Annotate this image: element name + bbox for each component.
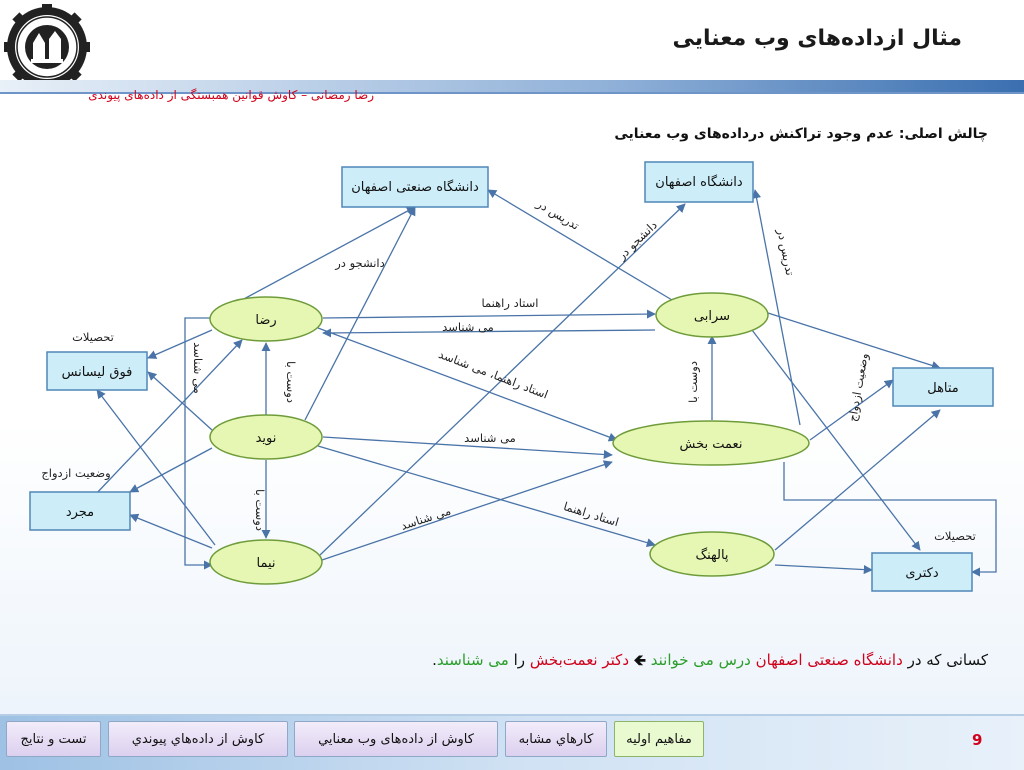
node-reza: رضا bbox=[209, 296, 323, 342]
query-part-3: درس می خوانند bbox=[650, 651, 751, 669]
label-doostba2: دوست با bbox=[686, 361, 701, 403]
query-part-2: دانشگاه صنعتی اصفهان bbox=[755, 651, 903, 669]
node-sarabi: سرابی bbox=[655, 292, 769, 338]
university-logo-icon bbox=[4, 4, 90, 90]
svg-text:دانشگاه اصفهان: دانشگاه اصفهان bbox=[655, 174, 743, 190]
query-period: . bbox=[432, 651, 437, 669]
label-mishenasad2: می شناسد bbox=[191, 342, 205, 394]
nav-linked-data-mining[interactable]: كاوش از داده‌هاي پيوندي bbox=[108, 721, 288, 757]
node-foq: فوق لیسانس bbox=[46, 351, 148, 391]
nav-related-work[interactable]: كارهاي مشابه bbox=[505, 721, 607, 757]
edge-naemat-isfahan bbox=[752, 189, 801, 426]
label-mishenasad3: می شناسد bbox=[464, 431, 516, 445]
edge-palhang-motahel bbox=[774, 409, 941, 551]
edge-reza-foq bbox=[147, 329, 213, 359]
svg-text:فوق لیسانس: فوق لیسانس bbox=[62, 365, 133, 380]
left-arrow-icon: 🡸 bbox=[633, 651, 646, 669]
label-mishenasad4: می شناسد bbox=[399, 504, 452, 533]
header-band bbox=[0, 80, 1024, 92]
edge-nima-naemat bbox=[321, 460, 613, 561]
svg-text:رضا: رضا bbox=[255, 313, 276, 328]
svg-text:سرابی: سرابی bbox=[694, 309, 730, 324]
edge-sarabi-reza bbox=[322, 328, 656, 338]
edge-navid-palhang bbox=[317, 445, 656, 548]
svg-text:مجرد: مجرد bbox=[66, 505, 94, 520]
label-tadris1: تدریس در bbox=[533, 196, 582, 234]
semantic-web-graph: دانشگاه صنعتی اصفهان دانشگاه اصفهان فوق … bbox=[29, 161, 997, 592]
query-part-4: دکتر نعمت‌بخش bbox=[529, 651, 629, 669]
query-part-1: کسانی که در bbox=[907, 651, 988, 669]
edge-mojarad-reza bbox=[94, 339, 243, 496]
node-isfahan: دانشگاه اصفهان bbox=[644, 161, 754, 203]
edge-labels: تدریس در دانشجو در دانشجو در تدریس در اس… bbox=[41, 196, 976, 543]
svg-text:نیما: نیما bbox=[256, 556, 275, 571]
edge-reza-sarabi bbox=[322, 309, 656, 319]
node-mojarad: مجرد bbox=[29, 491, 131, 531]
node-navid: نوید bbox=[209, 414, 323, 460]
edge-sarabi-motahel bbox=[767, 312, 941, 370]
svg-text:نوید: نوید bbox=[256, 431, 277, 446]
label-vaziat: وضعیت ازدواج bbox=[41, 466, 110, 481]
svg-text:پالهنگ: پالهنگ bbox=[695, 547, 728, 563]
page-number: 9 bbox=[972, 731, 983, 749]
label-tahsilat1: تحصیلات bbox=[72, 330, 114, 344]
edge-navid-mojarad bbox=[129, 447, 213, 493]
svg-text:نعمت بخش: نعمت بخش bbox=[680, 437, 743, 452]
header-divider bbox=[0, 92, 1024, 94]
edge-nima-foq bbox=[96, 389, 216, 546]
graph-edges bbox=[94, 189, 997, 577]
challenge-text: چالش اصلی: عدم وجود تراکنش درداده‌های وب… bbox=[614, 126, 988, 142]
label-daneshjoo2: دانشجو در bbox=[614, 218, 661, 264]
edge-navid-foq bbox=[147, 371, 213, 431]
edge-nima-mojarad bbox=[129, 513, 213, 549]
label-ostad3: استاد راهنما bbox=[562, 499, 621, 530]
label-tadris2: تدریس در bbox=[773, 227, 797, 277]
node-motahel: متاهل bbox=[892, 367, 994, 407]
edge-reza-naemat bbox=[317, 327, 618, 442]
svg-text:دانشگاه صنعتی اصفهان: دانشگاه صنعتی اصفهان bbox=[351, 179, 479, 195]
svg-text:دکتری: دکتری bbox=[905, 566, 938, 581]
query-sentence: کسانی که در دانشگاه صنعتی اصفهان درس می … bbox=[432, 650, 988, 675]
label-doostba3: دوست با bbox=[252, 489, 267, 531]
node-nima: نیما bbox=[209, 539, 323, 585]
edge-reza-loop bbox=[184, 317, 213, 570]
label-doostba1: دوست با bbox=[283, 361, 298, 403]
label-vaziat2: وضعیت ازدواج bbox=[845, 352, 872, 423]
query-part-5: را bbox=[513, 651, 526, 669]
node-doctori: دکتری bbox=[871, 552, 973, 592]
query-part-6: می شناسند bbox=[436, 651, 509, 669]
edge-reza-sharif bbox=[241, 206, 416, 301]
nav-basics[interactable]: مفاهيم اوليه bbox=[614, 721, 704, 757]
edge-nima-isfahan bbox=[319, 203, 686, 556]
edge-naemat-doctori bbox=[783, 462, 997, 577]
svg-text:متاهل: متاهل bbox=[927, 381, 959, 396]
label-ostad1: استاد راهنما bbox=[481, 296, 538, 311]
nav-semantic-web-mining[interactable]: كاوش از داده‌های وب معنايي bbox=[294, 721, 498, 757]
label-tahsilat2: تحصیلات bbox=[934, 529, 976, 543]
label-mishenasad1: می شناسد bbox=[442, 320, 494, 334]
edge-navid-sharif bbox=[304, 206, 416, 421]
slide-title: مثال ازداده‌های وب معنایی bbox=[672, 26, 962, 51]
edge-sarabi-sharif bbox=[487, 189, 673, 301]
node-naemat: نعمت بخش bbox=[612, 420, 810, 466]
node-palhang: پالهنگ bbox=[649, 531, 775, 577]
slide-subtitle: رضا رمضانی – کاوش قوانین همبستگی از داده… bbox=[88, 88, 374, 102]
node-sharif: دانشگاه صنعتی اصفهان bbox=[341, 166, 489, 208]
edge-sarabi-doctori bbox=[751, 329, 921, 551]
edge-palhang-doctori bbox=[774, 564, 873, 575]
edge-naemat-motahel bbox=[809, 379, 894, 441]
nav-test-results[interactable]: تست و نتايج bbox=[6, 721, 101, 757]
label-daneshjoo1: دانشجو در bbox=[334, 256, 384, 271]
edge-navid-naemat bbox=[322, 436, 613, 460]
